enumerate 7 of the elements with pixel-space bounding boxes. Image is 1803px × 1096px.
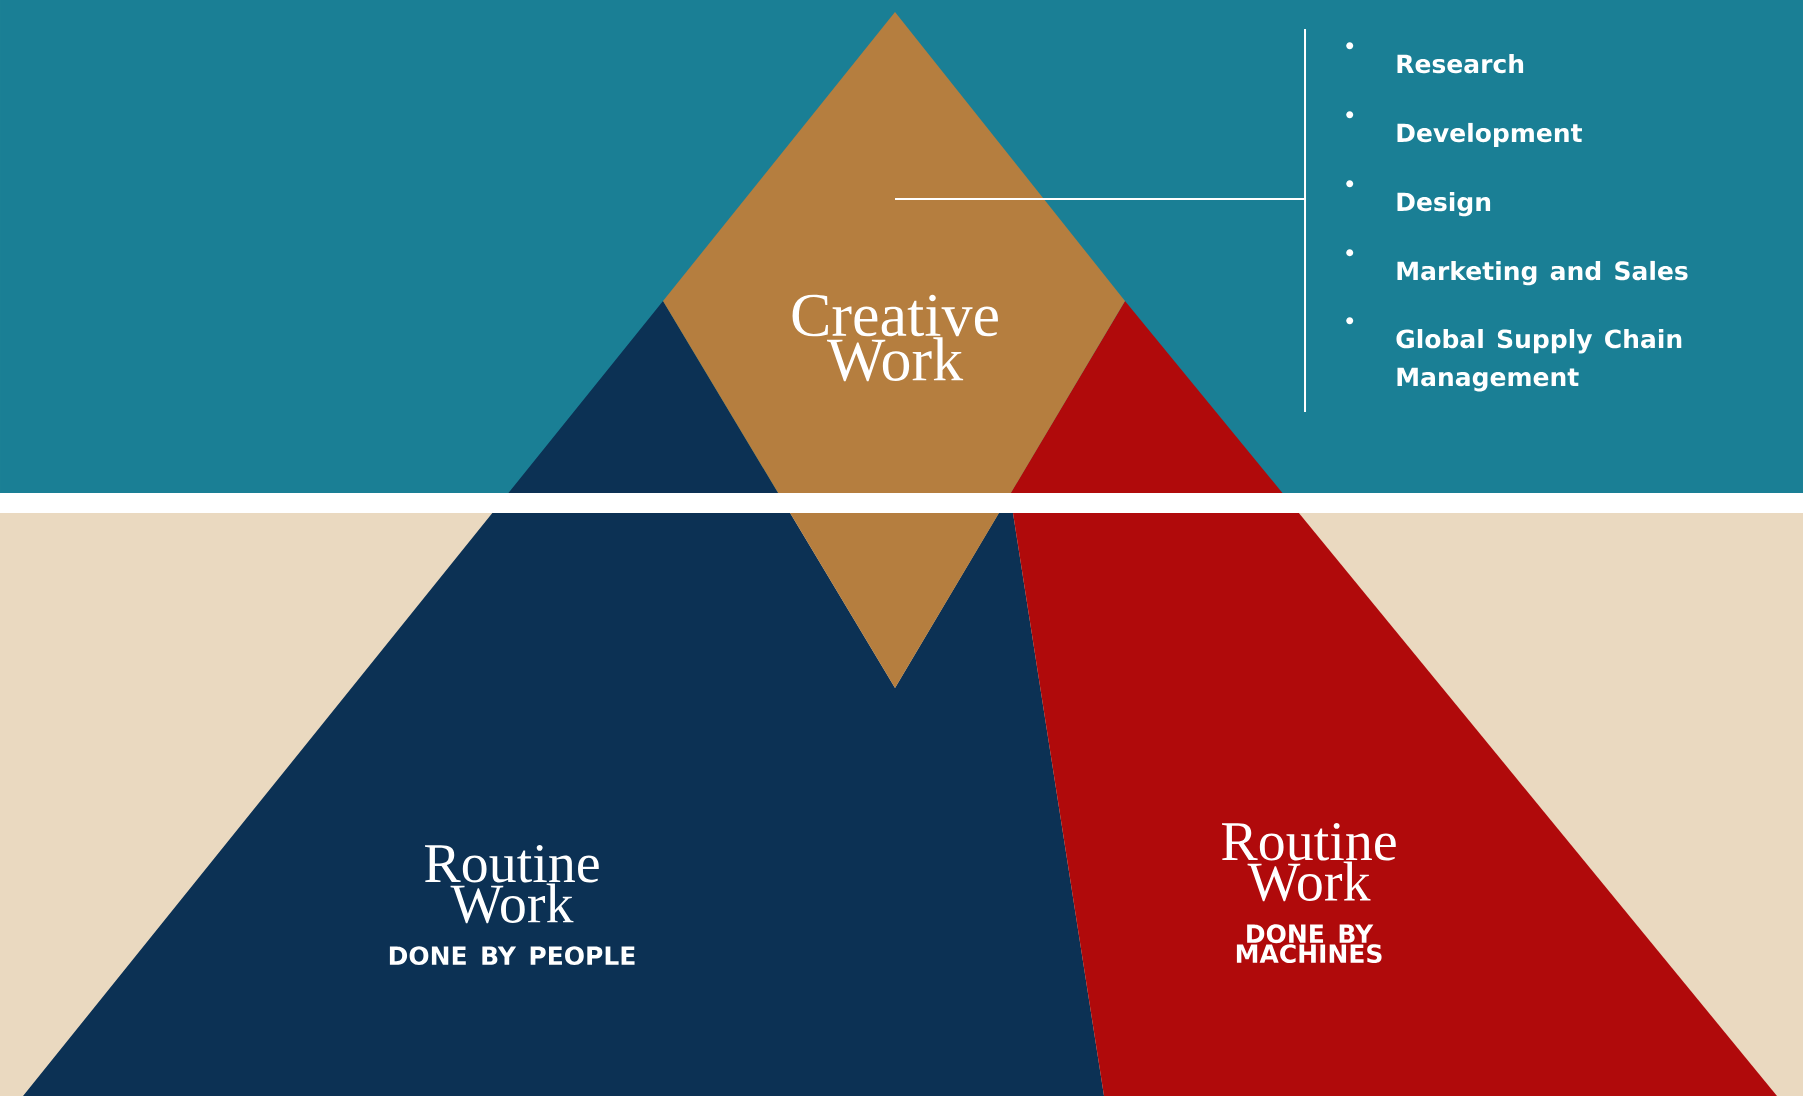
bullet-item: Marketing and Sales: [1346, 249, 1688, 286]
leader-line: [894, 198, 1307, 200]
bullet-list: [1304, 28, 1688, 413]
bullet-item: Global Supply Chain Management: [1346, 317, 1682, 392]
bullet-item: Design: [1346, 180, 1491, 217]
bullet-item: Development: [1346, 111, 1582, 148]
bullet-item: Research: [1346, 42, 1524, 74]
